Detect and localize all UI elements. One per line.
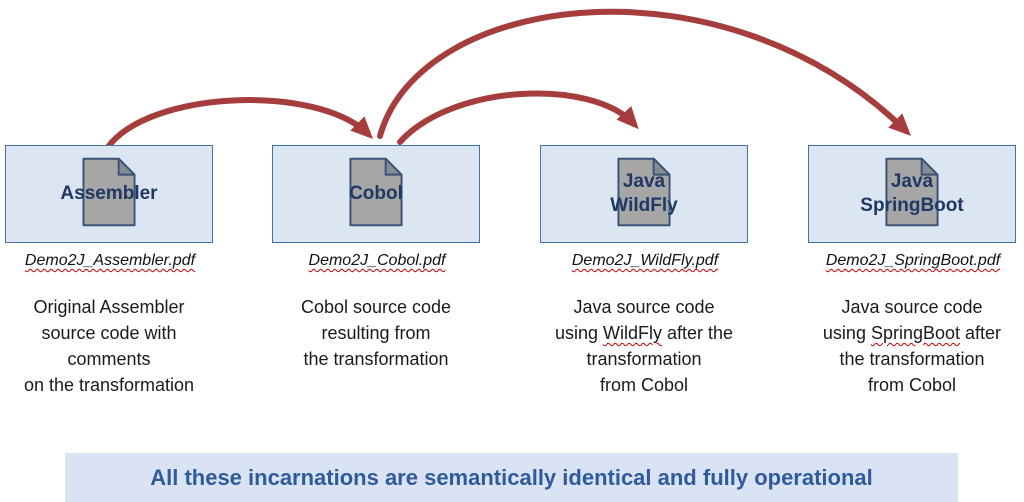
description-text: Java source code using	[822, 297, 983, 344]
file-box-wildfly: Java WildFly	[540, 145, 748, 243]
description-text: Original Assembler source code with comm…	[23, 297, 195, 396]
file-label-springboot: Java SpringBoot	[860, 171, 964, 216]
document-icon	[617, 157, 671, 227]
transformation-arrows	[105, 8, 911, 150]
file-box-assembler: Assembler	[5, 145, 213, 243]
document-icon	[349, 157, 403, 227]
file-box-springboot: Java SpringBoot	[808, 145, 1016, 243]
description-text: Java source code using	[554, 297, 715, 344]
file-name-assembler: Demo2J_Assembler.pdf	[24, 252, 196, 269]
file-label-assembler: Assembler	[60, 183, 158, 205]
description-text: Cobol source code resulting from the tra…	[300, 297, 452, 370]
file-label-cobol: Cobol	[349, 183, 403, 205]
file-description-cobol: Cobol source code resulting from the tra…	[256, 294, 496, 372]
file-name-wildfly: Demo2J_WildFly.pdf	[571, 252, 719, 269]
file-description-assembler: Original Assembler source code with comm…	[0, 294, 229, 398]
file-label-wildfly: Java WildFly	[610, 171, 678, 216]
highlighted-word: WildFly	[603, 323, 662, 344]
file-card-springboot: Java SpringBoot Demo2J_SpringBoot.pdf Ja…	[808, 145, 1018, 398]
description-text: after the transformation from Cobol	[586, 323, 734, 396]
footer-banner: All these incarnations are semantically …	[65, 453, 958, 502]
file-card-wildfly: Java WildFly Demo2J_WildFly.pdf Java sou…	[540, 145, 750, 398]
document-icon	[82, 157, 136, 227]
file-name-cobol: Demo2J_Cobol.pdf	[308, 252, 446, 269]
arrow-cobol-to-springboot	[377, 8, 911, 139]
file-name-springboot: Demo2J_SpringBoot.pdf	[825, 252, 1001, 269]
file-box-cobol: Cobol	[272, 145, 480, 243]
description-text: after the transformation from Cobol	[839, 323, 1002, 396]
arrow-assembler-to-cobol	[105, 97, 373, 150]
document-icon	[885, 157, 939, 227]
highlighted-word: SpringBoot	[870, 323, 961, 344]
file-card-assembler: Assembler Demo2J_Assembler.pdf Original …	[5, 145, 215, 398]
file-description-springboot: Java source code using SpringBoot after …	[792, 294, 1024, 398]
file-card-cobol: Cobol Demo2J_Cobol.pdf Cobol source code…	[272, 145, 482, 372]
arrow-cobol-to-wildfly	[397, 90, 639, 145]
file-description-wildfly: Java source code using WildFly after the…	[524, 294, 764, 398]
